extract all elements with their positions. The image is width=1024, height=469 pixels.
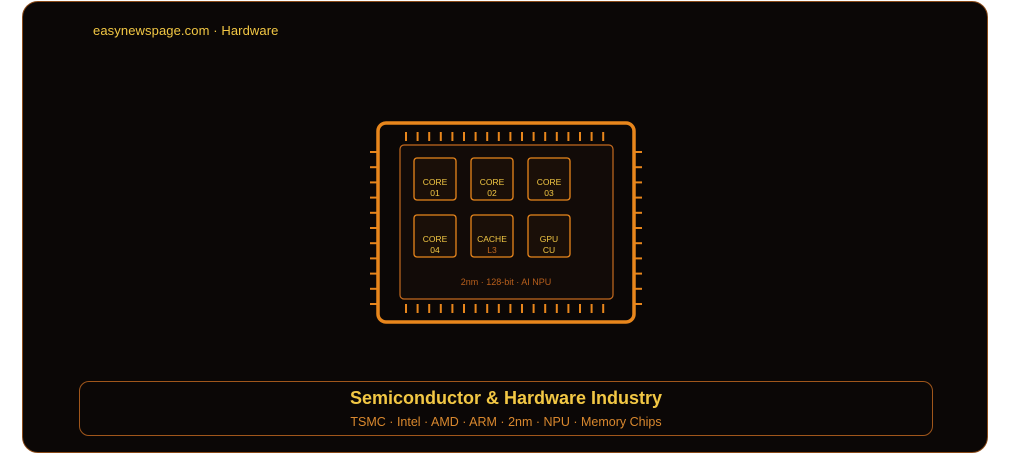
chip-illustration: CORE 01 CORE 02 CORE 03 CORE 04 CACHE L3… [370, 121, 642, 324]
core-block-id: 02 [487, 188, 497, 198]
gpu-block-label: GPU [540, 234, 558, 244]
chip-pins [370, 132, 642, 313]
core-block-02: CORE 02 [470, 157, 514, 201]
cache-block: CACHE L3 [470, 214, 514, 258]
core-block-03: CORE 03 [527, 157, 571, 201]
cache-block-id: L3 [487, 245, 497, 255]
core-block-label: CORE [423, 234, 448, 244]
banner-title: Semiconductor & Hardware Industry [349, 388, 663, 408]
site-label: easynewspage.com · Hardware [93, 23, 279, 38]
core-block-04: CORE 04 [413, 214, 457, 258]
headline-banner: Semiconductor & Hardware Industry TSMC ·… [79, 381, 933, 436]
cache-block-label: CACHE [477, 234, 507, 244]
core-block-label: CORE [423, 177, 448, 187]
gpu-block: GPU CU [527, 214, 571, 258]
chip-spec-label: 2nm · 128-bit · AI NPU [461, 277, 552, 287]
core-block-label: CORE [480, 177, 505, 187]
hero-card: easynewspage.com · Hardware CORE 01 CORE… [22, 1, 988, 453]
chip-package [376, 121, 636, 324]
banner-subtitle: TSMC · Intel · AMD · ARM · 2nm · NPU · M… [350, 415, 662, 429]
core-block-id: 03 [544, 188, 554, 198]
core-block-id: 04 [430, 245, 440, 255]
core-block-label: CORE [537, 177, 562, 187]
core-block-01: CORE 01 [413, 157, 457, 201]
core-block-id: 01 [430, 188, 440, 198]
gpu-block-id: CU [543, 245, 555, 255]
